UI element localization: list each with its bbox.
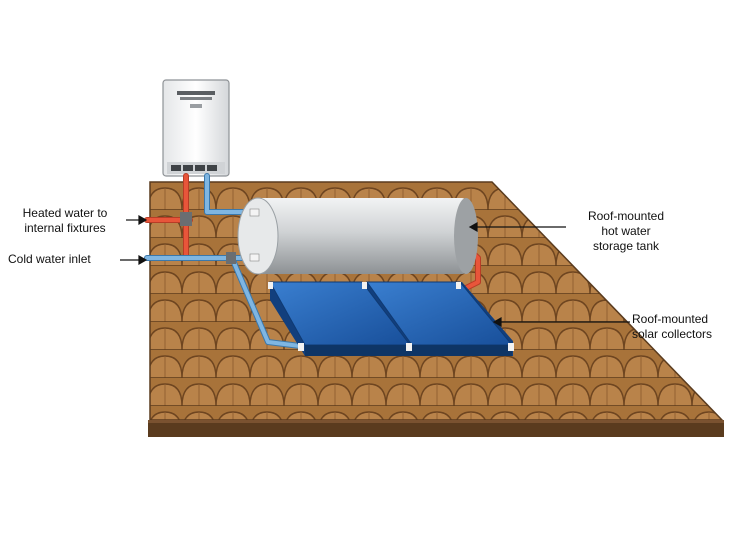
roof-fascia-highlight [148, 420, 724, 423]
label-solar-collectors-line-2: solar collectors [632, 327, 713, 341]
label-heated-water: Heated water to internal fixtures [6, 206, 124, 236]
label-storage-tank-line-1: Roof-mounted [587, 209, 665, 223]
booster-heater-unit [162, 79, 230, 177]
label-heated-water-line-1: Heated water to [22, 206, 108, 220]
label-solar-collectors: Roof-mounted solar collectors [632, 312, 750, 342]
label-solar-collectors-line-1: Roof-mounted [632, 312, 709, 326]
valve-hot [180, 212, 192, 226]
label-cold-water: Cold water inlet [8, 252, 118, 267]
callout-arrows [120, 214, 630, 328]
solar-collectors [268, 281, 514, 356]
valve-cold [226, 252, 236, 264]
label-cold-water-line-1: Cold water inlet [8, 252, 91, 266]
label-storage-tank-line-2: hot water [601, 224, 651, 238]
roof-fascia [148, 420, 724, 437]
label-storage-tank-line-3: storage tank [592, 239, 660, 253]
label-storage-tank: Roof-mounted hot water storage tank [566, 209, 686, 254]
storage-tank [237, 197, 478, 275]
label-heated-water-line-2: internal fixtures [24, 221, 106, 235]
